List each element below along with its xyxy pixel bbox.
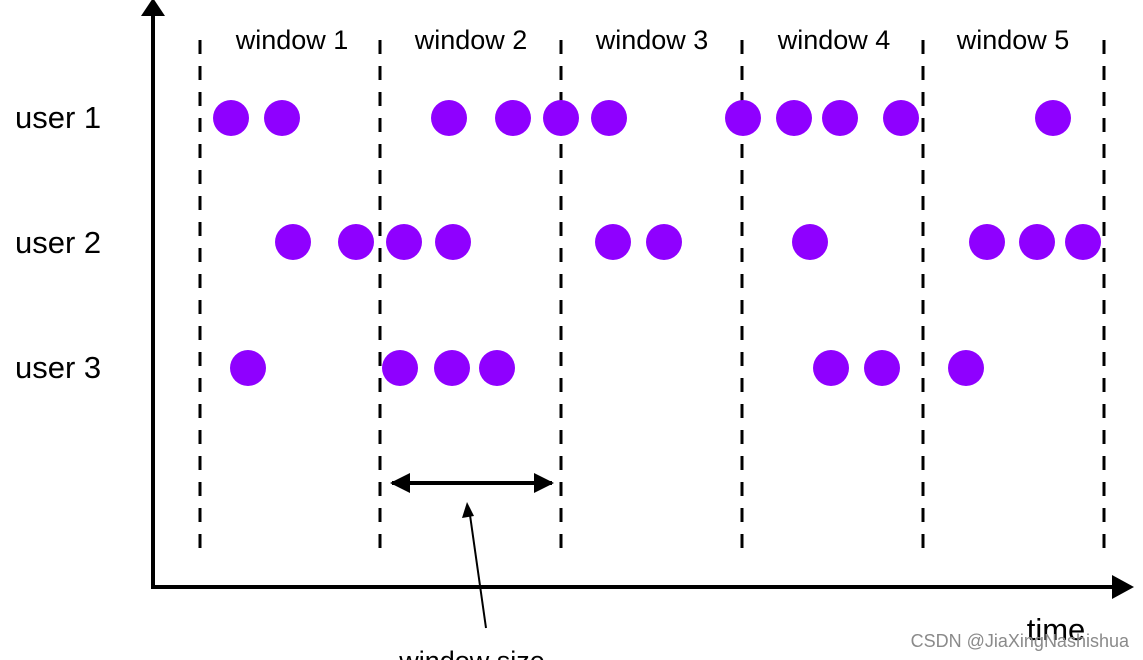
window-label-5: window 5 bbox=[956, 25, 1070, 55]
event-dot-user-1 bbox=[822, 100, 858, 136]
user-label-1: user 1 bbox=[15, 100, 101, 135]
event-dot-user-1 bbox=[776, 100, 812, 136]
user-labels: user 1 user 2 user 3 bbox=[15, 100, 101, 385]
window-size-pointer-arrowhead bbox=[462, 502, 474, 518]
window-size-arrowhead-right bbox=[534, 473, 554, 493]
window-size-pointer-arrow bbox=[468, 507, 487, 629]
event-dot-user-2 bbox=[338, 224, 374, 260]
watermark: CSDN @JiaXingNashishua bbox=[910, 631, 1129, 651]
event-dot-user-1 bbox=[1035, 100, 1071, 136]
event-dot-user-3 bbox=[434, 350, 470, 386]
event-dot-user-2 bbox=[969, 224, 1005, 260]
event-dot-user-3 bbox=[230, 350, 266, 386]
event-dot-user-2 bbox=[275, 224, 311, 260]
event-dot-user-1 bbox=[495, 100, 531, 136]
event-dot-user-1 bbox=[543, 100, 579, 136]
user-label-3: user 3 bbox=[15, 350, 101, 385]
event-dot-user-2 bbox=[1019, 224, 1055, 260]
user-label-2: user 2 bbox=[15, 225, 101, 260]
event-dot-user-2 bbox=[1065, 224, 1101, 260]
event-dot-user-2 bbox=[386, 224, 422, 260]
window-label-2: window 2 bbox=[414, 25, 528, 55]
window-labels: window 1 window 2 window 3 window 4 wind… bbox=[235, 25, 1070, 55]
event-dot-user-2 bbox=[646, 224, 682, 260]
event-dot-user-2 bbox=[595, 224, 631, 260]
time-axis-label: time bbox=[1027, 612, 1086, 647]
event-dot-user-3 bbox=[813, 350, 849, 386]
event-dot-user-1 bbox=[883, 100, 919, 136]
event-dot-user-1 bbox=[591, 100, 627, 136]
window-size-label: window size bbox=[398, 646, 545, 660]
event-dot-user-1 bbox=[213, 100, 249, 136]
window-label-3: window 3 bbox=[595, 25, 709, 55]
event-dot-user-2 bbox=[792, 224, 828, 260]
window-size-indicator: window size bbox=[390, 473, 554, 660]
event-dot-user-1 bbox=[725, 100, 761, 136]
y-axis-arrowhead bbox=[141, 0, 165, 16]
event-dot-user-1 bbox=[264, 100, 300, 136]
window-size-arrowhead-left bbox=[390, 473, 410, 493]
window-boundaries bbox=[198, 40, 1106, 556]
event-dot-user-2 bbox=[435, 224, 471, 260]
event-dot-user-1 bbox=[431, 100, 467, 136]
event-dot-user-3 bbox=[479, 350, 515, 386]
window-label-1: window 1 bbox=[235, 25, 349, 55]
x-axis-arrowhead bbox=[1112, 575, 1134, 599]
event-dot-user-3 bbox=[948, 350, 984, 386]
event-dot-user-3 bbox=[864, 350, 900, 386]
event-dots bbox=[213, 100, 1101, 386]
window-label-4: window 4 bbox=[777, 25, 891, 55]
event-dot-user-3 bbox=[382, 350, 418, 386]
